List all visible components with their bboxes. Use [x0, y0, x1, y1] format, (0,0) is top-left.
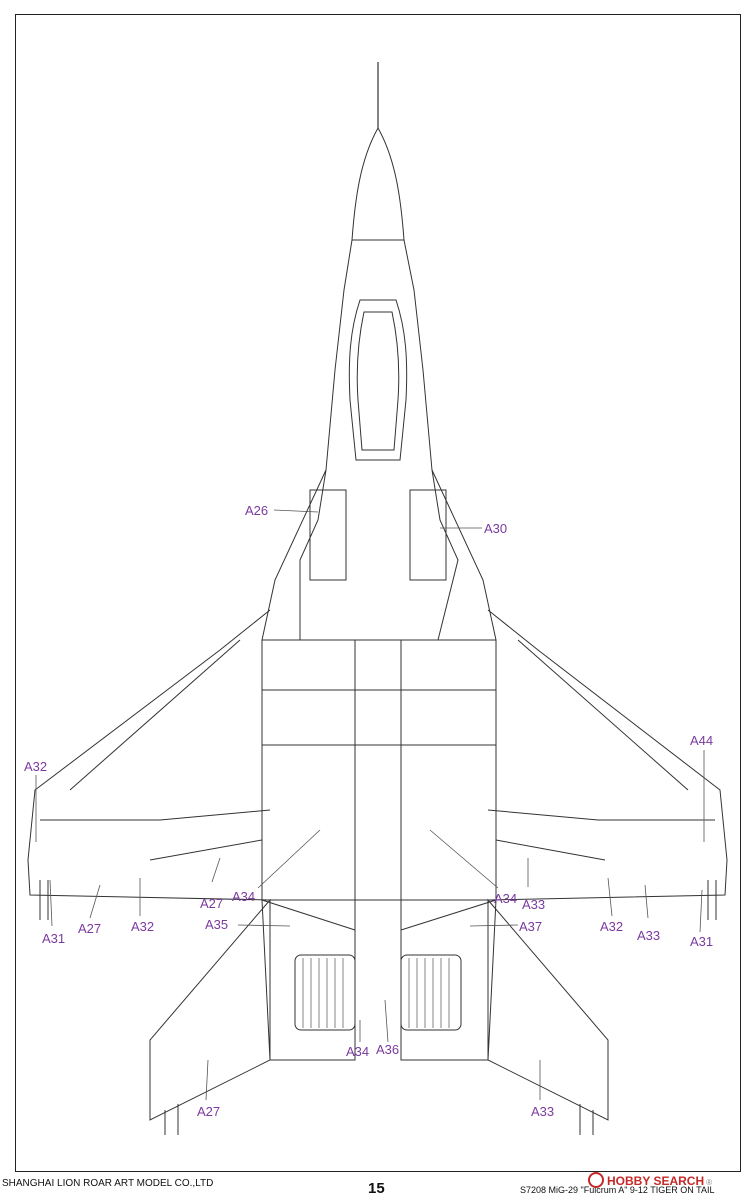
callout-a44: A44 — [690, 733, 714, 748]
center-fuselage — [261, 639, 497, 901]
wing-left — [27, 609, 271, 901]
callout-a27-mid-left: A27 — [200, 896, 224, 911]
callout-a34-left: A34 — [232, 889, 256, 904]
lerx-left — [261, 469, 327, 641]
callout-a27-outer-left: A27 — [78, 921, 102, 936]
callout-a26: A26 — [245, 503, 269, 518]
hobby-search-logo-icon — [588, 1172, 604, 1188]
nozzle-left — [294, 954, 356, 1031]
page-border — [15, 14, 741, 1172]
rear-fuselage-left — [261, 899, 356, 1061]
stabilizer-left — [149, 898, 271, 1121]
nozzle-right — [400, 954, 462, 1031]
page-number: 15 — [368, 1180, 385, 1197]
callout-a30: A30 — [484, 521, 508, 536]
stabilizer-right — [487, 898, 609, 1121]
wing-right — [487, 609, 728, 901]
callout-a27-bottom: A27 — [197, 1104, 221, 1119]
callout-a32-left: A32 — [24, 759, 48, 774]
watermark: HOBBY SEARCH® — [588, 1172, 712, 1188]
callout-a35: A35 — [205, 917, 229, 932]
callout-a37: A37 — [519, 919, 543, 934]
callout-a32-inner-left: A32 — [131, 919, 155, 934]
registered-mark: ® — [706, 1178, 713, 1187]
watermark-text: HOBBY SEARCH — [607, 1174, 705, 1188]
callout-a36: A36 — [376, 1042, 400, 1057]
nose-radome — [351, 126, 405, 241]
footer-product: S7208 MiG-29 "Fulcrum A" 9-12 TIGER ON T… — [520, 1185, 715, 1195]
callout-a33-bottom: A33 — [531, 1104, 555, 1119]
callout-a33-outer-right: A33 — [637, 928, 661, 943]
lerx-right — [431, 469, 497, 641]
callout-a33-mid-right: A33 — [522, 897, 546, 912]
callout-a34-bottom: A34 — [346, 1044, 370, 1059]
callout-a31-left: A31 — [42, 931, 66, 946]
callout-a34-right: A34 — [494, 891, 518, 906]
callout-a31-right: A31 — [690, 934, 714, 949]
intake-left — [309, 489, 347, 581]
rear-fuselage-right — [400, 899, 497, 1061]
footer-company: SHANGHAI LION ROAR ART MODEL CO.,LTD — [2, 1178, 214, 1189]
canopy — [348, 299, 408, 461]
callout-a32-inner-right: A32 — [600, 919, 624, 934]
intake-right — [409, 489, 447, 581]
